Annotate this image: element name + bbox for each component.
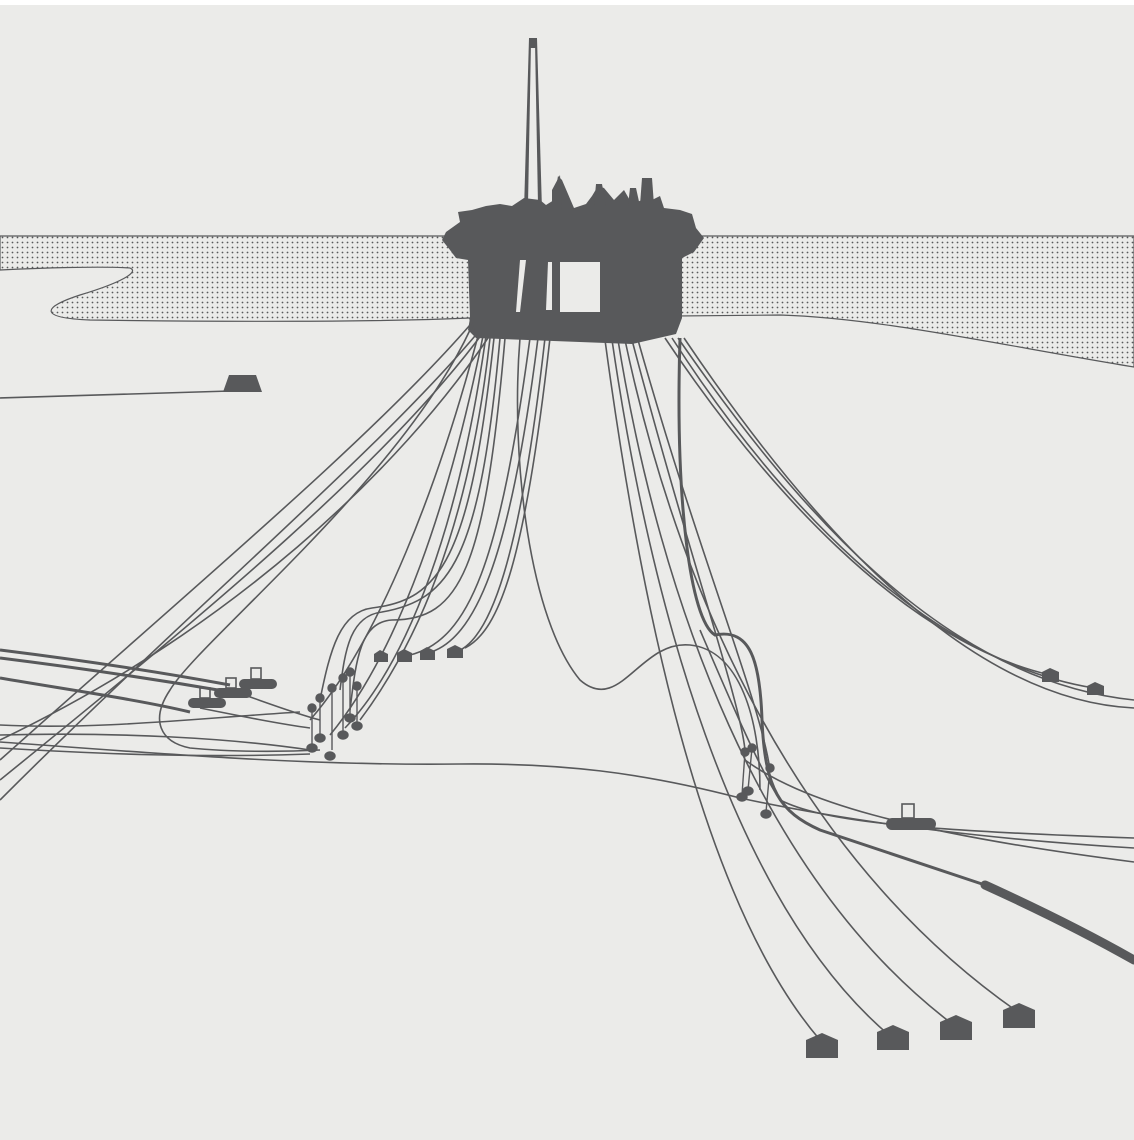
illustration	[0, 0, 1134, 1140]
